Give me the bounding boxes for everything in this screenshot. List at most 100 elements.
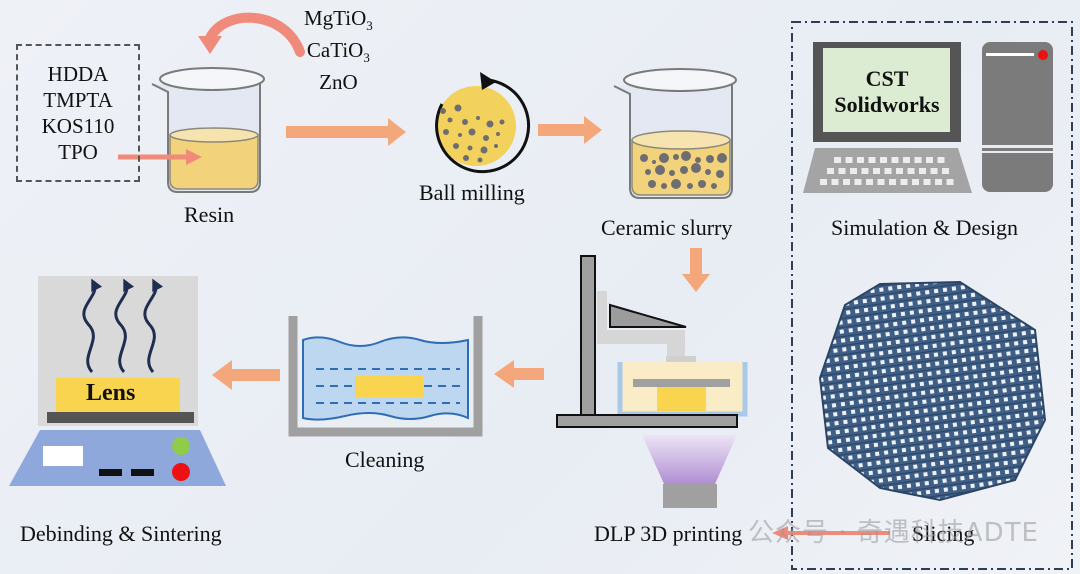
particle — [673, 154, 679, 160]
keyboard-key — [926, 157, 933, 163]
particle — [695, 157, 701, 163]
label-cleaning: Cleaning — [345, 447, 425, 472]
dlp-printer — [556, 255, 748, 508]
laptop-screen-text: CST Solidworks — [824, 66, 950, 118]
label-debinding-sintering: Debinding & Sintering — [20, 521, 222, 546]
label-resin: Resin — [184, 202, 235, 227]
powder-zno: ZnO — [319, 70, 358, 95]
particle — [681, 151, 691, 161]
flow-arrow-2 — [538, 116, 602, 144]
resin-ingredients-box: HDDA TMPTA KOS110 TPO — [16, 44, 140, 182]
particle — [671, 179, 681, 189]
particle — [443, 129, 449, 135]
keyboard-key — [834, 157, 841, 163]
keyboard-key — [884, 168, 892, 174]
keyboard-key — [912, 179, 919, 185]
particle — [486, 120, 494, 128]
particle — [691, 163, 701, 173]
pc-tower-icon — [982, 42, 1053, 192]
particle — [458, 133, 462, 137]
keyboard-key — [880, 157, 887, 163]
powder-mgtio3: MgTiO3 — [304, 6, 373, 34]
particle — [669, 170, 675, 176]
particle — [462, 119, 468, 125]
flow-arrow-3 — [682, 248, 710, 292]
cleaning-bath — [288, 316, 483, 437]
keyboard-key — [923, 179, 931, 185]
simulation-section-border — [791, 21, 1073, 570]
resin-beaker — [151, 67, 265, 193]
particle — [711, 183, 717, 189]
particle — [483, 135, 489, 141]
keyboard-key — [946, 179, 954, 185]
laptop-icon — [803, 42, 972, 193]
ceramic-powders: MgTiO3 CaTiO3 ZnO — [304, 6, 373, 103]
particle — [698, 180, 706, 188]
powder-catio3: CaTiO3 — [306, 38, 370, 66]
software-solidworks: Solidworks — [834, 92, 940, 117]
keyboard-key — [873, 168, 880, 174]
keyboard-key — [937, 157, 945, 163]
keyboard-key — [900, 179, 908, 185]
slurry-beaker — [613, 68, 737, 199]
particle — [716, 170, 724, 178]
ball-mill — [435, 72, 531, 174]
keyboard-key — [889, 179, 896, 185]
particle — [687, 183, 693, 189]
ingredient-tpo: TPO — [58, 140, 98, 164]
label-slicing: Slicing — [912, 521, 975, 546]
particle — [453, 143, 459, 149]
label-simulation-design: Simulation & Design — [831, 215, 1018, 240]
keyboard-key — [942, 168, 949, 174]
keyboard-key — [896, 168, 903, 174]
particle — [659, 153, 669, 163]
sintering-furnace — [9, 276, 226, 486]
keyboard-key — [935, 179, 942, 185]
particle — [652, 160, 656, 164]
particle — [494, 144, 498, 148]
flow-arrow-4 — [494, 360, 544, 388]
keyboard-key — [930, 168, 938, 174]
particle — [655, 165, 665, 175]
keyboard-key — [919, 168, 926, 174]
keyboard-key — [857, 157, 864, 163]
particle — [480, 146, 488, 154]
flow-arrow-5 — [212, 360, 280, 390]
particle — [496, 132, 500, 136]
particle — [468, 128, 476, 136]
particle — [661, 183, 667, 189]
powder-add-arrow — [198, 12, 305, 57]
keyboard-key — [831, 179, 839, 185]
label-ball-milling: Ball milling — [419, 180, 525, 205]
watermark: 公众号 · 奇遇科技ADTE — [748, 518, 1039, 548]
particle — [499, 119, 505, 125]
keyboard-key — [845, 157, 853, 163]
keyboard-key — [907, 168, 915, 174]
particle — [477, 157, 483, 163]
keyboard-key — [914, 157, 922, 163]
particle — [476, 116, 480, 120]
particle — [645, 169, 651, 175]
keyboard-key — [850, 168, 857, 174]
particle — [467, 145, 473, 151]
keyboard-key — [820, 179, 827, 185]
keyboard-key — [854, 179, 862, 185]
keyboard-key — [877, 179, 885, 185]
lattice-lens-model — [818, 280, 1047, 502]
keyboard-key — [861, 168, 869, 174]
software-cst: CST — [865, 66, 909, 91]
keyboard-key — [903, 157, 910, 163]
ingredient-hdda: HDDA — [47, 62, 109, 86]
slicing-arrow — [772, 526, 890, 540]
ingredient-tmpta: TMPTA — [43, 88, 113, 112]
ingredient-kos110: KOS110 — [41, 114, 115, 138]
label-ceramic-slurry: Ceramic slurry — [601, 215, 733, 240]
keyboard-key — [843, 179, 850, 185]
keyboard-key — [827, 168, 834, 174]
lens-label: Lens — [86, 380, 136, 406]
particle — [706, 155, 714, 163]
particle — [648, 180, 656, 188]
particle — [717, 153, 727, 163]
